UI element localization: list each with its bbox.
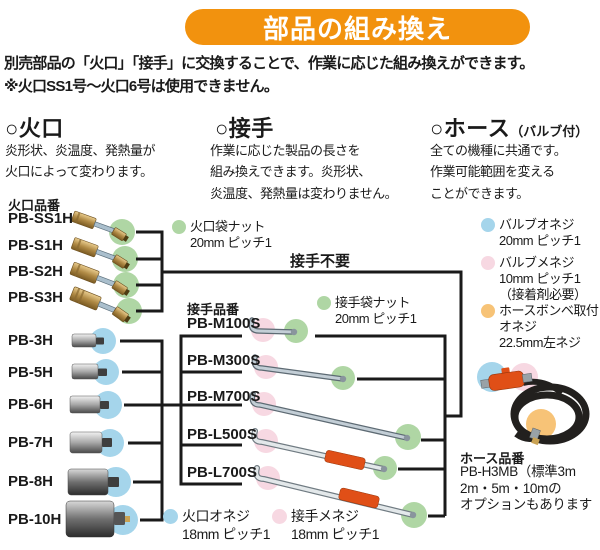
hose-image [480,367,590,446]
legend-kaguchi-nut: 火口袋ナット 20mm ピッチ1 [172,219,272,251]
orange-dot-icon [481,304,495,318]
connector-lines [120,230,463,522]
intro-line-2: ※火口SS1号～火口6号は使用できません。 [4,78,279,95]
heading-hose: ○ホース（バルブ付） [430,116,589,141]
hose-desc-3: ことができます。 [430,186,529,201]
tsugite-item-label: PB-M100S [187,315,261,332]
pb-10h-image [65,500,130,538]
pb-s1h-image [71,237,130,270]
hose-desc-2: 作業可能範囲を変える [430,164,555,179]
kaguchi-desc-2: 火口によって変わります。 [5,164,153,179]
pb-m700s-image [249,391,411,442]
kaguchi-item-label: PB-S3H [8,289,64,306]
kaguchi-item-label: PB-SS1H [8,210,74,227]
legend-kaguchi-oneji: 火口オネジ 18mm ピッチ1 [163,507,271,543]
intro-line-1: 別売部品の「火口」「接手」に交換することで、作業に応じた組み換えができます。 [4,55,534,72]
kaguchi-item-label: PB-8H [8,473,54,490]
kaguchi-item-label: PB-S2H [8,263,64,280]
blue-dot-icon [481,218,495,232]
tsugite-part-label: 接手品番 [187,302,240,317]
legend-valve-oneji: バルブオネジ 20mm ピッチ1 [481,217,581,249]
hose-desc-1: 全ての機種に共通です。 [430,143,567,158]
tsugite-desc-1: 作業に応じた製品の長さを [210,143,361,158]
tsugite-item-label: PB-M700S [187,388,261,405]
page-title: 部品の組み換え [262,13,452,44]
pb-7h-image [69,431,112,454]
tsugite-desc-2: 組み換えできます。炎形状、 [210,164,371,179]
legend-tsugite-nut: 接手袋ナット 20mm ピッチ1 [317,295,417,327]
pb-3h-image [71,333,104,348]
legend-tsugite-meneji: 接手メネジ 18mm ピッチ1 [272,507,380,543]
tsugite-item-label: PB-L700S [187,464,258,481]
kaguchi-item-label: PB-6H [8,396,54,413]
legend-valve-meneji: バルブメネジ 10mm ピッチ1 （接着剤必要） [481,255,587,303]
green-dot-icon [317,296,331,310]
hose-info-line: オプションもあります [460,497,592,512]
pb-s2h-image [69,262,130,296]
kaguchi-item-label: PB-3H [8,332,54,349]
hose-info-line: PB-H3MB（標準3m [460,464,576,479]
hose-info-line: 2m・5m・10mの [460,481,562,496]
kaguchi-desc-1: 炎形状、炎温度、発熱量が [5,143,156,158]
heading-kaguchi: ○火口 [5,116,64,141]
pb-l700s-image [253,465,417,519]
green-dot-icon [172,220,186,234]
blue-dot-icon [163,509,178,524]
kaguchi-item-label: PB-7H [8,434,54,451]
pb-ss1h-image [71,210,129,242]
tsugite-item-label: PB-L500S [187,426,258,443]
legend-hose-mount: ホースボンベ取付 オネジ 22.5mm左ネジ [481,303,599,351]
pb-l500s-image [251,428,388,473]
heading-tsugite: ○接手 [215,116,274,141]
no-joint-label: 接手不要 [290,253,351,270]
tsugite-desc-3: 炎温度、発熱量は変わりません。 [210,186,398,201]
page-title-banner: 部品の組み換え [185,9,530,45]
pink-dot-icon [272,509,287,524]
pink-dot-icon [481,256,495,270]
kaguchi-item-label: PB-S1H [8,237,64,254]
hose-part-label: ホース品番 [460,451,525,466]
pb-8h-image [67,468,119,496]
pb-s3h-image [69,286,131,323]
kaguchi-item-label: PB-5H [8,364,54,381]
pb-5h-image [71,363,107,380]
heading-hose-note: （バルブ付） [510,124,589,139]
pb-m300s-image [251,354,347,383]
pb-m100s-image [248,317,298,336]
pb-6h-image [69,395,109,414]
tsugite-item-label: PB-M300S [187,352,261,369]
kaguchi-part-label: 火口品番 [8,198,61,213]
kaguchi-item-label: PB-10H [8,511,62,528]
